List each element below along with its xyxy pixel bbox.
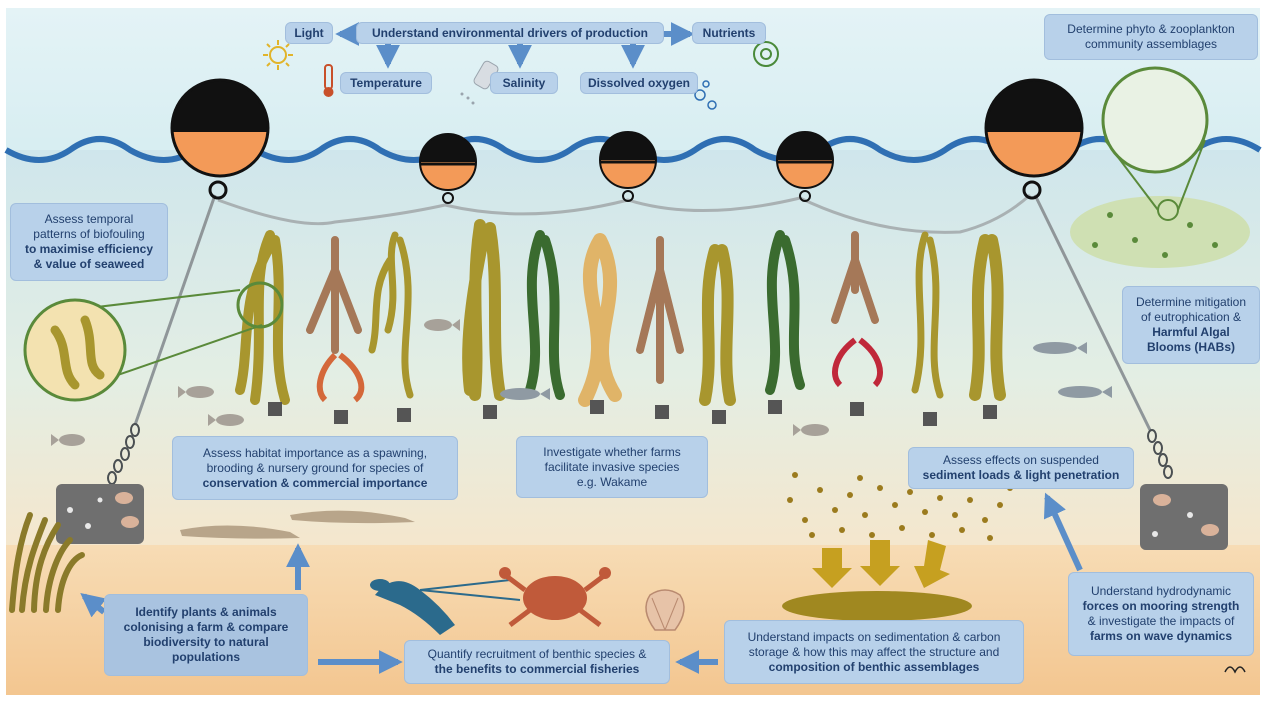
label-drivers-main: Understand environmental drivers of prod… (356, 22, 664, 44)
label-identify: Identify plants & animals colonising a f… (104, 594, 308, 676)
salinity-text: Salinity (503, 76, 546, 91)
label-sedimentation: Understand impacts on sedimentation & ca… (724, 620, 1024, 684)
label-salinity: Salinity (490, 72, 558, 94)
dissolved-oxygen-text: Dissolved oxygen (588, 76, 690, 91)
hydrodynamic-line2: forces on mooring strength (1083, 599, 1240, 614)
label-hydrodynamic: Understand hydrodynamic forces on moorin… (1068, 572, 1254, 656)
sedimentation-line3: composition of benthic assemblages (769, 660, 980, 675)
invasive-line2: facilitate invasive species (545, 460, 680, 475)
label-habitat: Assess habitat importance as a spawning,… (172, 436, 458, 500)
eutrophication-line3: Harmful Algal (1152, 325, 1230, 340)
recruitment-line2: the benefits to commercial fisheries (435, 662, 640, 677)
anchor-block-left (56, 484, 144, 544)
sedimentation-line1: Understand impacts on sedimentation & ca… (748, 630, 1001, 645)
plankton-line2: community assemblages (1085, 37, 1217, 52)
temperature-text: Temperature (350, 76, 422, 91)
label-invasive: Investigate whether farms facilitate inv… (516, 436, 708, 498)
hydrodynamic-line3: & investigate the impacts of (1088, 614, 1235, 629)
eutrophication-line4: Blooms (HABs) (1147, 340, 1235, 355)
anchor-block-right (1140, 484, 1228, 550)
identify-line3: biodiversity to natural (143, 635, 268, 650)
plankton-line1: Determine phyto & zooplankton (1067, 22, 1234, 37)
label-recruitment: Quantify recruitment of benthic species … (404, 640, 670, 684)
label-eutrophication: Determine mitigation of eutrophication &… (1122, 286, 1260, 364)
hydrodynamic-line4: farms on wave dynamics (1090, 629, 1232, 644)
drivers-main-text: Understand environmental drivers of prod… (372, 26, 648, 41)
invasive-line3: e.g. Wakame (577, 475, 647, 490)
label-plankton: Determine phyto & zooplankton community … (1044, 14, 1258, 60)
biofouling-line1: Assess temporal (45, 212, 134, 227)
light-text: Light (294, 26, 323, 41)
eutrophication-line1: Determine mitigation (1136, 295, 1246, 310)
recruitment-line1: Quantify recruitment of benthic species … (428, 647, 647, 662)
identify-line4: populations (172, 650, 240, 665)
nutrients-text: Nutrients (703, 26, 756, 41)
biofouling-line2: patterns of biofouling (33, 227, 144, 242)
sedimentation-line2: storage & how this may affect the struct… (749, 645, 1000, 660)
sediment-deposit (782, 591, 972, 621)
label-temperature: Temperature (340, 72, 432, 94)
biofouling-line3: to maximise efficiency (25, 242, 153, 257)
invasive-line1: Investigate whether farms (543, 445, 680, 460)
habitat-line1: Assess habitat importance as a spawning, (203, 446, 427, 461)
sediment-loads-line1: Assess effects on suspended (943, 453, 1099, 468)
habitat-line2: brooding & nursery ground for species of (207, 461, 424, 476)
label-biofouling: Assess temporal patterns of biofouling t… (10, 203, 168, 281)
label-sediment-loads: Assess effects on suspended sediment loa… (908, 447, 1134, 489)
label-light: Light (285, 22, 333, 44)
identify-line1: Identify plants & animals (135, 605, 276, 620)
biofouling-line4: & value of seaweed (34, 257, 145, 272)
eutrophication-line2: of eutrophication & (1141, 310, 1241, 325)
label-dissolved-oxygen: Dissolved oxygen (580, 72, 698, 94)
identify-line2: colonising a farm & compare (124, 620, 289, 635)
scallop (646, 590, 684, 630)
sediment-loads-line2: sediment loads & light penetration (923, 468, 1120, 483)
habitat-line3: conservation & commercial importance (203, 476, 428, 491)
label-nutrients: Nutrients (692, 22, 766, 44)
hydrodynamic-line1: Understand hydrodynamic (1091, 584, 1231, 599)
